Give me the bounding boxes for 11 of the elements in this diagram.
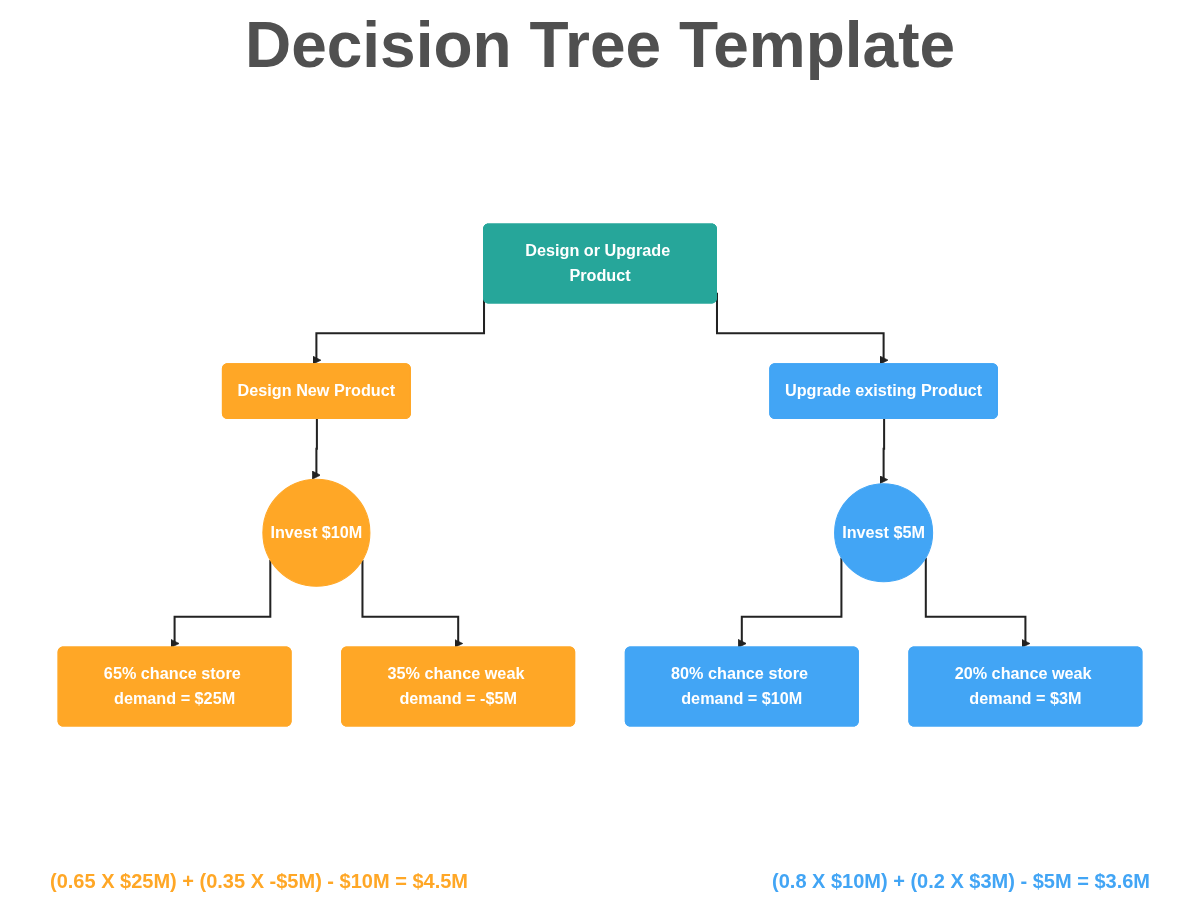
arrow bbox=[311, 418, 321, 480]
arrow bbox=[170, 560, 272, 648]
formula-text: (0.65 X $25M) + (0.35 X -$5M) - $10M = $4.5M bbox=[50, 870, 468, 893]
arrow bbox=[924, 557, 1031, 648]
title: Decision Tree Template bbox=[244, 8, 956, 82]
arrow bbox=[879, 418, 889, 485]
arrow bbox=[737, 557, 843, 648]
node-circle: Invest $5M bbox=[834, 483, 934, 583]
arrow bbox=[361, 560, 464, 648]
formula-text: (0.8 X $10M) + (0.2 X $3M) - $5M = $3.6M bbox=[772, 870, 1150, 893]
node-circle: Invest $10M bbox=[262, 478, 371, 587]
